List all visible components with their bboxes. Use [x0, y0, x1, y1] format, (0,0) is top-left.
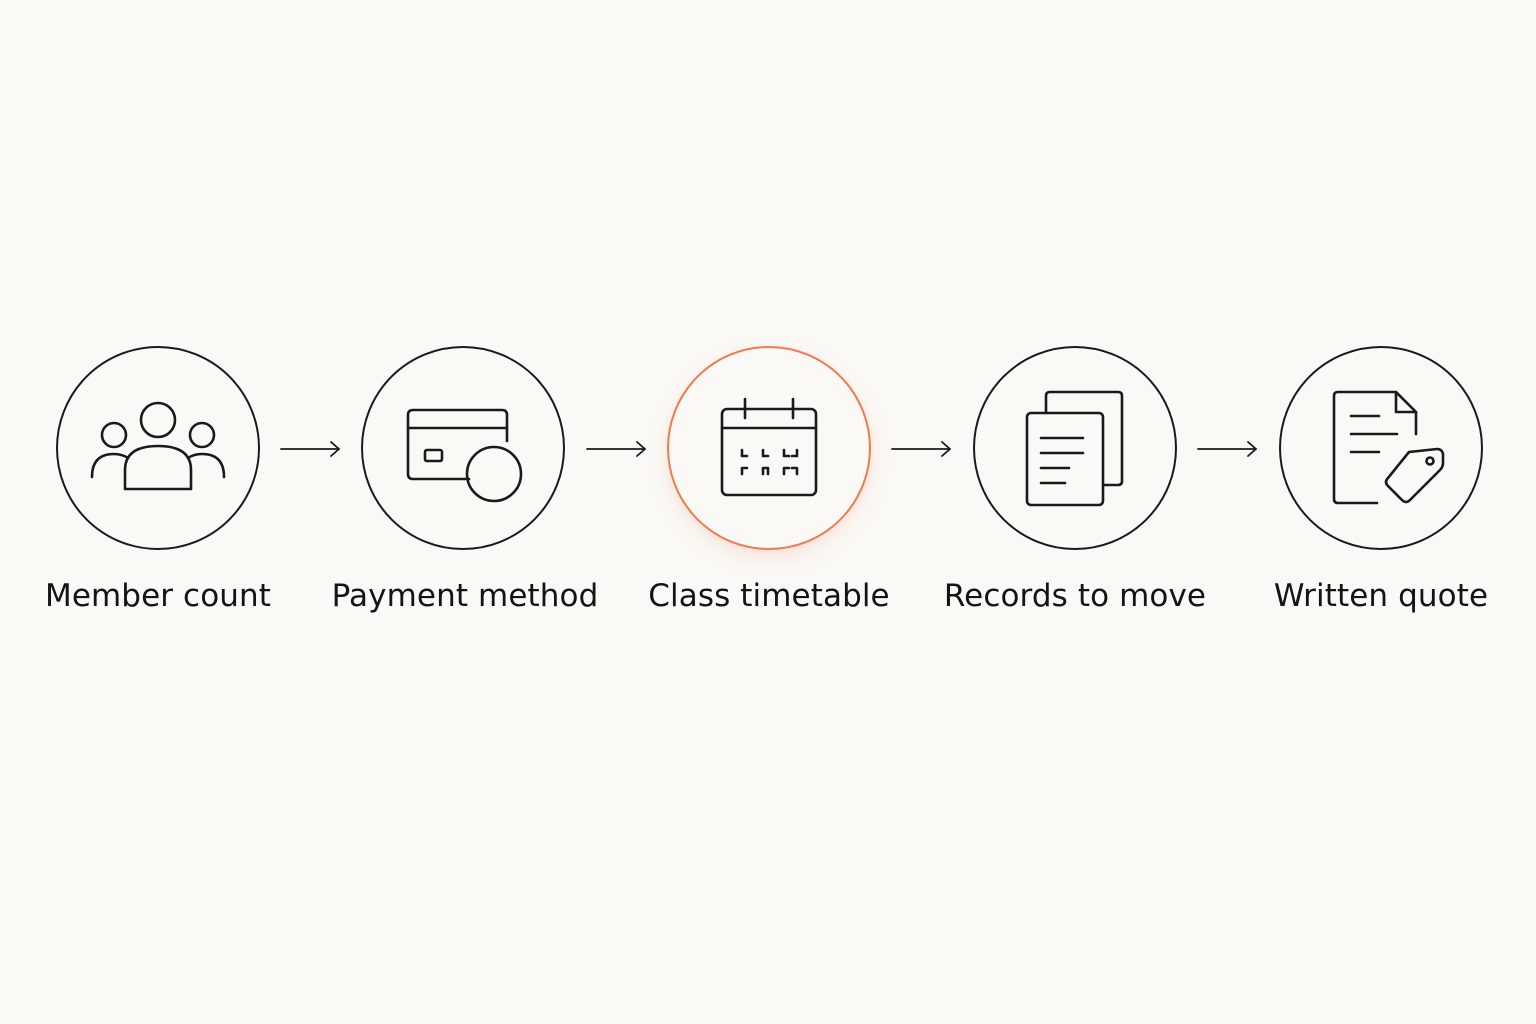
- step-records-to-move: [973, 346, 1177, 550]
- step-class-timetable: [667, 346, 871, 550]
- credit-card-icon: [406, 408, 523, 503]
- step-label: Written quote: [1273, 578, 1489, 614]
- calendar-icon: [720, 397, 818, 497]
- step-label: Payment method: [331, 578, 599, 614]
- arrow-connector: [280, 438, 342, 460]
- step-label: Class timetable: [648, 578, 890, 614]
- arrow-connector: [1197, 438, 1259, 460]
- step-member-count: [56, 346, 260, 550]
- people-group-icon: [90, 401, 226, 491]
- step-payment-method: [361, 346, 565, 550]
- arrow-connector: [586, 438, 648, 460]
- step-label: Records to move: [943, 578, 1207, 614]
- arrow-connector: [891, 438, 953, 460]
- step-label: Member count: [44, 578, 272, 614]
- documents-stack-icon: [1025, 390, 1124, 507]
- step-written-quote: [1279, 346, 1483, 550]
- quote-document-tag-icon: [1332, 390, 1445, 505]
